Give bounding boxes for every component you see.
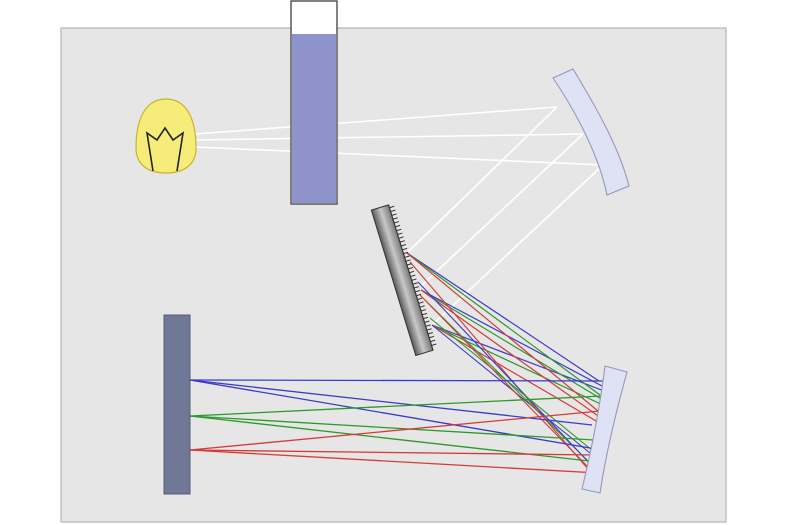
red-dispersed-beam xyxy=(431,324,604,426)
crossing-beam xyxy=(431,324,591,454)
grating-ruling xyxy=(426,328,432,331)
grating-ruling xyxy=(415,289,421,293)
collimating-mirror xyxy=(552,68,630,196)
white-beam xyxy=(431,164,604,326)
focusing-mirror xyxy=(581,365,628,494)
grating-ruling xyxy=(397,232,403,235)
grating-ruling xyxy=(422,312,428,316)
red-focused-beam xyxy=(189,410,601,451)
white-light-beams xyxy=(194,106,604,326)
grating-ruling xyxy=(404,255,410,258)
grating-ruling xyxy=(423,316,429,320)
green-dispersed-beam xyxy=(420,289,604,401)
grating-ruling xyxy=(405,259,411,262)
grating-ruling xyxy=(409,270,415,274)
spectral-beams xyxy=(189,252,606,477)
grating-ruling xyxy=(412,282,418,285)
grating-ruling xyxy=(390,209,396,213)
crossing-beam xyxy=(419,294,590,469)
grating-ruling xyxy=(408,266,414,270)
grating-ruling xyxy=(410,274,416,278)
cuvette-outline xyxy=(290,0,338,205)
grating-ruling xyxy=(424,320,430,323)
light-bulb-icon xyxy=(135,98,197,174)
grating-ruling xyxy=(399,240,405,243)
grating-ruling xyxy=(402,247,408,251)
grating-ruling xyxy=(393,221,400,224)
grating-ruling xyxy=(431,343,437,346)
cuvette xyxy=(290,0,338,205)
grating-ruling xyxy=(413,286,419,289)
blue-focused-beam xyxy=(189,379,597,450)
grating-ruling xyxy=(420,309,426,312)
grating-ruling xyxy=(418,301,424,304)
grating-ruling xyxy=(396,228,402,232)
red-focused-beam xyxy=(189,449,597,456)
grating-ruling xyxy=(425,324,431,327)
grating-ruling xyxy=(389,205,395,209)
grating-ruling xyxy=(403,251,409,255)
blue-dispersed-beam xyxy=(420,289,603,387)
grating-face xyxy=(388,204,434,351)
green-focused-beam xyxy=(189,415,595,441)
crossing-beam xyxy=(409,261,595,477)
white-beam xyxy=(406,106,558,254)
white-beam xyxy=(420,133,584,287)
white-beam xyxy=(194,106,558,135)
cuvette-sample-liquid xyxy=(292,34,336,203)
grating-ruling xyxy=(411,278,417,281)
grating-ruling xyxy=(398,236,404,239)
blue-dispersed-beam xyxy=(406,252,600,382)
grating-ruling xyxy=(400,244,407,247)
optical-components xyxy=(135,0,630,495)
grating-ruling xyxy=(427,332,433,335)
grating-ruling xyxy=(430,339,436,343)
bulb-glass xyxy=(135,98,197,174)
green-dispersed-beam xyxy=(406,252,601,396)
blue-focused-beam xyxy=(189,379,605,382)
white-beam xyxy=(194,133,584,141)
red-focused-beam xyxy=(189,449,599,474)
bulb-filament xyxy=(145,126,185,172)
red-dispersed-beam xyxy=(406,252,599,412)
white-beam xyxy=(194,146,604,166)
grating-ruling xyxy=(395,224,401,228)
red-dispersed-beam xyxy=(420,289,602,419)
green-focused-beam xyxy=(189,395,603,417)
grating-ruling xyxy=(392,217,398,220)
grating-ruling xyxy=(429,335,435,339)
diffraction-grating xyxy=(370,204,437,357)
crossing-beam xyxy=(429,317,599,456)
grating-ruling xyxy=(419,305,425,308)
grating-ruling xyxy=(391,213,397,216)
grating-ruling xyxy=(416,293,422,297)
grating-ruling xyxy=(417,297,423,301)
detector-array xyxy=(163,314,191,495)
grating-ruling xyxy=(406,263,412,266)
